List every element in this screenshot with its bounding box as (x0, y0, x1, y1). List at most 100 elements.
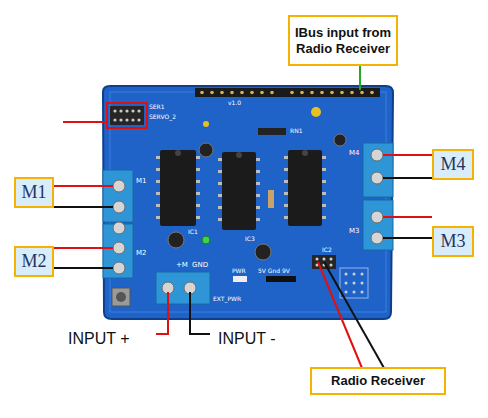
servo-header (107, 103, 147, 128)
terminal-block (363, 200, 393, 250)
power-jumper (266, 276, 296, 282)
arduino-header (195, 88, 380, 97)
silkscreen-text: SER1 (149, 104, 165, 110)
terminal-screw (113, 201, 125, 213)
chip-pins (196, 180, 200, 183)
servo-header (137, 118, 140, 121)
servo-header (125, 118, 128, 121)
chip-pins (196, 192, 200, 195)
arduino-header (260, 91, 264, 95)
chip-pins (156, 216, 160, 219)
motor-driver-chip (222, 152, 256, 230)
arduino-header (220, 91, 224, 95)
silkscreen-text: 5V Gnd 9V (258, 268, 290, 274)
power-jumper (233, 276, 296, 282)
chip-pins (218, 218, 222, 221)
chip-pins (284, 180, 288, 183)
ic2-header (340, 268, 368, 298)
chip-pins (256, 182, 260, 185)
leader-line (383, 154, 432, 156)
arduino-header (370, 91, 374, 95)
chip-pins (322, 204, 326, 207)
capacitor (203, 121, 209, 127)
silkscreen-text: SERVO_2 (149, 114, 176, 120)
chip-pins (256, 158, 260, 161)
silkscreen-text: IC1 (188, 229, 198, 235)
chip-pins (284, 192, 288, 195)
power-jumper (233, 276, 247, 282)
terminal-screw (113, 149, 383, 294)
arduino-header (200, 91, 204, 95)
leader-line (359, 66, 361, 90)
ic2-header (330, 258, 333, 261)
capacitor (255, 244, 271, 260)
arduino-header (320, 91, 324, 95)
arduino-header (310, 91, 314, 95)
silkscreen-text: EXT_PWR (213, 296, 241, 302)
chip-pins (156, 204, 160, 207)
ic2-header (361, 273, 364, 276)
ic2-header (345, 291, 348, 294)
leader-line (156, 292, 168, 334)
ic2-header (353, 273, 356, 276)
reset-button (112, 288, 130, 306)
leader-line (53, 185, 113, 187)
callout-box: Radio Receiver (310, 367, 446, 395)
leader-line (324, 262, 384, 368)
servo-header (113, 109, 140, 121)
chip-pins (156, 192, 160, 195)
callout-text: M3 (440, 231, 465, 253)
silkscreen-text: M3 (349, 228, 360, 235)
callout-text: M1 (21, 182, 46, 204)
ic2-header (361, 282, 364, 285)
servo-header (119, 118, 122, 121)
terminal-screw (371, 232, 383, 244)
chip-pins (156, 156, 326, 221)
chip-pins (256, 194, 260, 197)
chip-pins (284, 168, 288, 171)
servo-header (119, 109, 122, 112)
servo-header (63, 103, 147, 128)
chip-pins (284, 216, 288, 219)
motor-driver-chip (175, 150, 181, 156)
capacitor (199, 143, 213, 157)
leader-line (383, 216, 432, 218)
arduino-header (350, 91, 354, 95)
capacitor (168, 107, 346, 260)
motor-callout: M4 (432, 149, 474, 180)
leader-line (53, 247, 113, 249)
chip-pins (218, 194, 222, 197)
motor-driver-chip (160, 150, 322, 230)
chip-pins (196, 168, 200, 171)
ic2-header (345, 282, 348, 285)
motor-driver-chip (236, 152, 242, 158)
ic2-header (330, 264, 333, 267)
leader-line (318, 262, 362, 368)
callout-box: IBus input from Radio Receiver (288, 15, 398, 66)
arduino-header (250, 91, 254, 95)
resistor (258, 128, 286, 208)
servo-header (125, 109, 128, 112)
chip-pins (322, 168, 326, 171)
terminal-screw (371, 149, 383, 161)
leader-line (383, 237, 432, 239)
capacitor (168, 232, 184, 248)
callout-text: Radio Receiver (331, 373, 425, 389)
arduino-header (230, 91, 234, 95)
chip-pins (196, 156, 200, 159)
chip-pins (256, 218, 260, 221)
motor-callout: M2 (14, 246, 54, 277)
servo-header (113, 118, 116, 121)
terminal-block (103, 170, 133, 222)
ic2-header (323, 258, 326, 261)
terminal-block (156, 272, 210, 304)
capacitor (334, 134, 346, 146)
chip-pins (156, 180, 160, 183)
silkscreen-text: IC3 (245, 236, 255, 242)
shield-board (110, 92, 386, 312)
terminal-block (363, 143, 393, 197)
terminal-screw (113, 222, 125, 234)
arduino-header (195, 88, 380, 97)
